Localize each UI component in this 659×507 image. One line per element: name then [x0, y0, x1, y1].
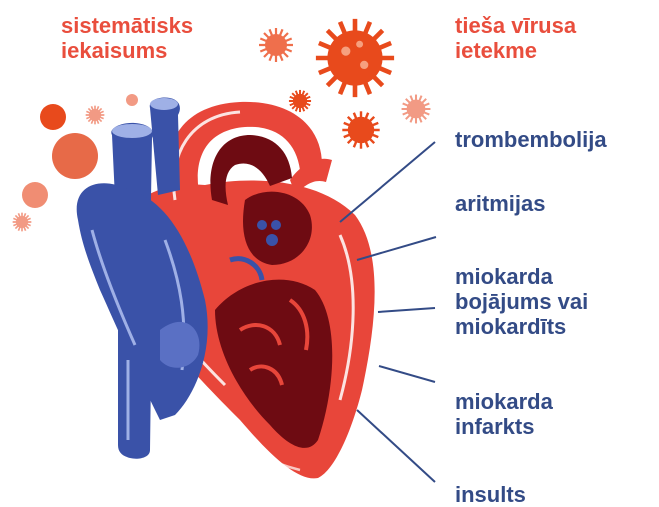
virus-icon	[86, 106, 105, 125]
virus-icon	[52, 133, 98, 179]
virus-icon	[126, 94, 138, 106]
cause-label-direct-virus-effect: tieša vīrusa ietekme	[455, 13, 576, 63]
virus-icon	[402, 95, 431, 124]
heart-icon	[77, 97, 375, 478]
virus-icon	[40, 104, 66, 130]
complication-label-myocarditis: miokarda bojājums vai miokardīts	[455, 264, 588, 339]
complication-label-myocardial-infarction: miokarda infarkts	[455, 389, 553, 439]
virus-icon	[316, 19, 394, 97]
connector-line	[340, 142, 435, 222]
virus-icon	[13, 213, 32, 232]
complication-label-stroke: insults	[455, 482, 526, 507]
connector-line	[379, 366, 435, 382]
virus-icon	[259, 28, 293, 62]
connector-line	[357, 410, 435, 482]
complication-label-thromboembolism: trombembolija	[455, 127, 607, 152]
virus-icon	[342, 111, 379, 148]
virus-icon	[289, 90, 311, 112]
connector-line	[378, 308, 435, 312]
complication-label-arrhythmias: aritmijas	[455, 191, 546, 216]
virus-icon	[22, 182, 48, 208]
cause-label-systemic-inflammation: sistemātisks iekaisums	[61, 13, 193, 63]
